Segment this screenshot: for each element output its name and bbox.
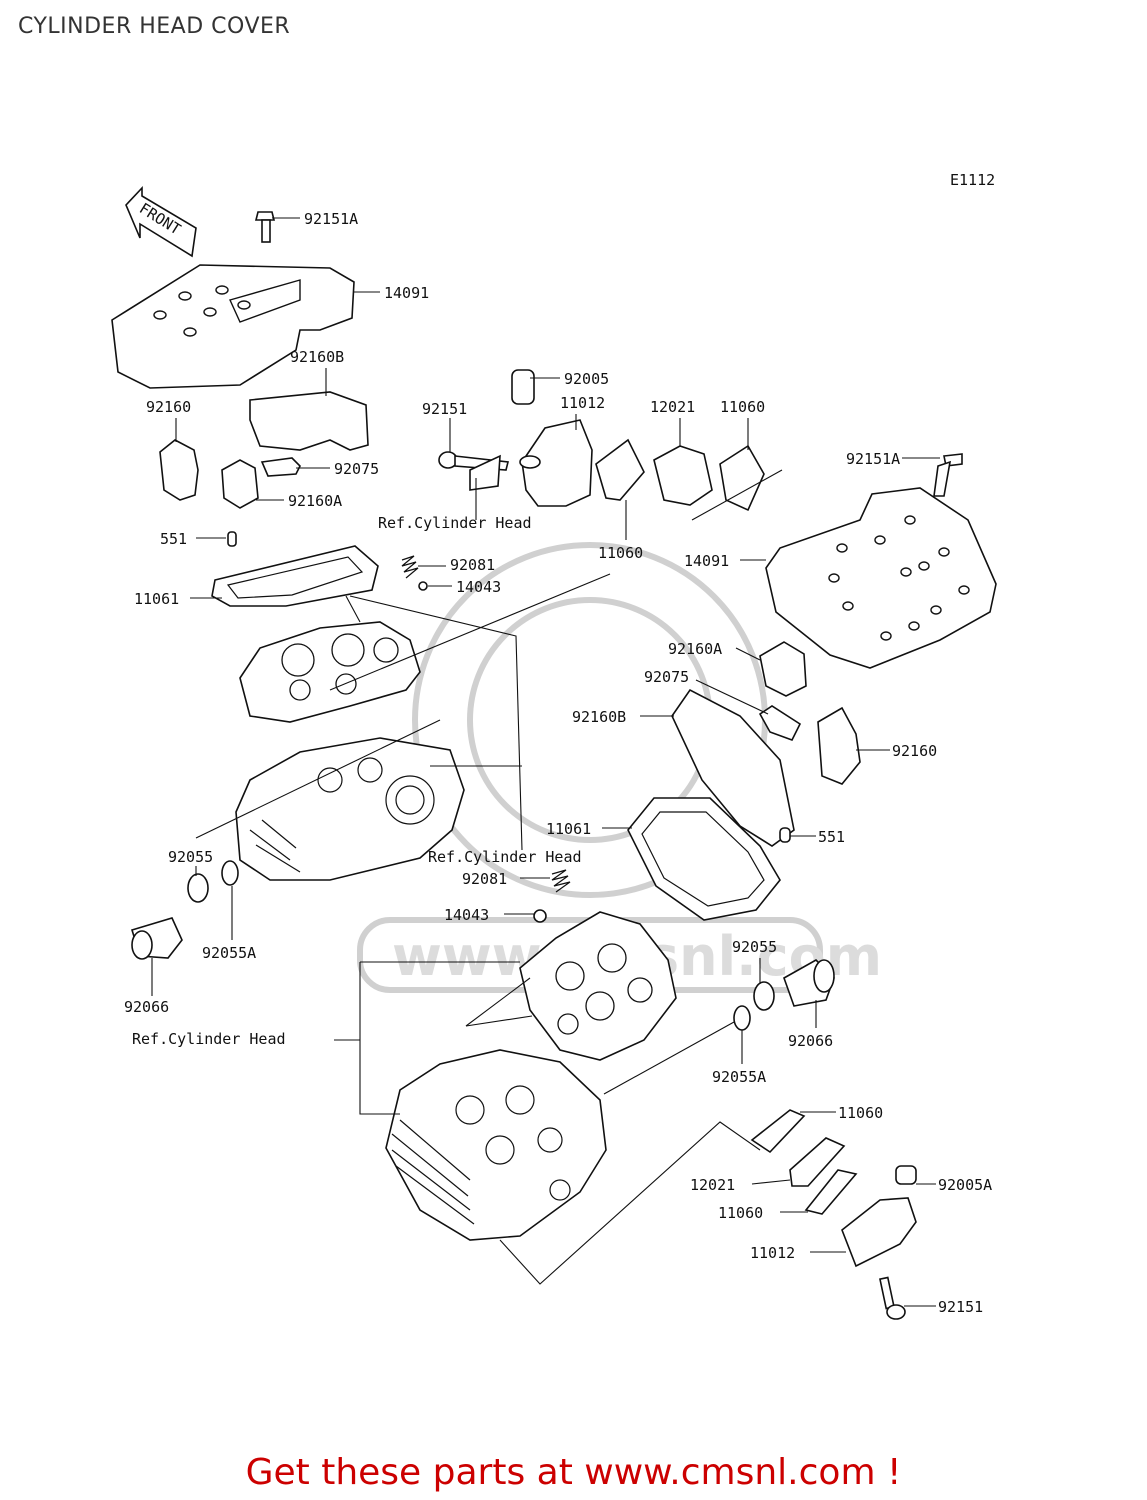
- oring-92055a-left: [221, 860, 239, 886]
- callout-11060-lower-b: 11060: [718, 1204, 763, 1222]
- callout-92081-right: 92081: [462, 870, 507, 888]
- cam-housing-right: [519, 911, 677, 1061]
- ref-cylinder-head-mid: Ref.Cylinder Head: [428, 848, 582, 866]
- gasket-11060-c: [750, 1109, 806, 1154]
- callout-92160a-left: 92160A: [288, 492, 342, 510]
- callout-11012-center: 11012: [560, 394, 605, 412]
- callout-92075-left: 92075: [334, 460, 379, 478]
- damper-92075-left: [260, 457, 301, 477]
- bracket-92160-left: [159, 439, 199, 501]
- cap-92160a-left: [221, 459, 259, 509]
- diagram-code: E1112: [950, 171, 995, 189]
- ref-cylinder-head-lower: Ref.Cylinder Head: [132, 1030, 286, 1048]
- dowel-551-left: [227, 531, 237, 547]
- callout-92055a-left: 92055A: [202, 944, 256, 962]
- shield-92160b-left: [249, 391, 369, 451]
- housing-11012-lower: [841, 1197, 917, 1268]
- damper-92075-right: [758, 705, 802, 741]
- bracket-92160-right: [817, 706, 861, 785]
- plug-14043-right: [533, 909, 547, 923]
- cover-14091-left: [111, 264, 355, 389]
- callout-92066-left: 92066: [124, 998, 169, 1016]
- callout-leaders: [151, 217, 940, 1307]
- callout-14043-right: 14043: [444, 906, 489, 924]
- gasket-11061-right: [627, 797, 781, 921]
- footer-link[interactable]: Get these parts at www.cmsnl.com !: [245, 1452, 902, 1493]
- ref-cylinder-head-upper: Ref.Cylinder Head: [378, 514, 532, 532]
- callout-92005: 92005: [564, 370, 609, 388]
- bolt-92151-lower: [879, 1276, 906, 1320]
- callout-11060-mid: 11060: [598, 544, 643, 562]
- callout-92160-left: 92160: [146, 398, 191, 416]
- gasket-11060-d: [804, 1169, 858, 1215]
- callout-92151a-right: 92151A: [846, 450, 900, 468]
- bolt-92151a-right: [933, 453, 963, 497]
- callout-92160-right: 92160: [892, 742, 937, 760]
- cam-housing-left: [239, 621, 421, 723]
- reed-12021-center: [653, 445, 713, 506]
- callout-12021-lower: 12021: [690, 1176, 735, 1194]
- plug-14043-left: [418, 581, 428, 591]
- cap-92005: [511, 369, 535, 405]
- dowel-551-right: [779, 827, 791, 843]
- callout-92151a-top: 92151A: [304, 210, 358, 228]
- bolt-92151a-top: [254, 211, 276, 243]
- gasket-11060-b: [719, 444, 765, 512]
- callout-11061-left: 11061: [134, 590, 179, 608]
- callout-11060-lower-a: 11060: [838, 1104, 883, 1122]
- callout-92160a-right: 92160A: [668, 640, 722, 658]
- callout-92005a: 92005A: [938, 1176, 992, 1194]
- callout-11012-lower: 11012: [750, 1244, 795, 1262]
- reed-12021-lower: [789, 1137, 846, 1187]
- housing-11012-center: [521, 419, 593, 507]
- callout-11060-top: 11060: [720, 398, 765, 416]
- callout-92081-left: 92081: [450, 556, 495, 574]
- oring-92055-left: [187, 873, 209, 903]
- front-arrow-icon: FRONT: [125, 185, 197, 258]
- page-title: CYLINDER HEAD COVER: [18, 14, 291, 39]
- callout-12021-center: 12021: [650, 398, 695, 416]
- callout-92055-right: 92055: [732, 938, 777, 956]
- callout-14091-left: 14091: [384, 284, 429, 302]
- cap-92005a: [895, 1165, 917, 1185]
- spring-92081-left: [401, 555, 419, 579]
- callout-92151-center: 92151: [422, 400, 467, 418]
- gasket-11060-a: [595, 438, 645, 501]
- cover-14091-right: [765, 487, 997, 669]
- oring-92055-right: [753, 981, 775, 1011]
- callout-551-left: 551: [160, 530, 187, 548]
- oring-92055a-right: [733, 1005, 751, 1031]
- callout-551-right: 551: [818, 828, 845, 846]
- callout-92151-lower: 92151: [938, 1298, 983, 1316]
- callout-labels: 92151A 14091 92160B 92160 92075 92160A 9…: [124, 210, 992, 1316]
- bolt-92151-center: [438, 451, 509, 491]
- callout-14091-right: 14091: [684, 552, 729, 570]
- parts-diagram: www.cmsnl.com E1112 FRONT: [111, 171, 997, 1320]
- reference-lines: [195, 478, 761, 1285]
- cap-92160a-right: [759, 641, 807, 697]
- cylinder-head-right: [385, 1049, 607, 1241]
- cylinder-head-left: [235, 737, 465, 881]
- callout-92055a-right: 92055A: [712, 1068, 766, 1086]
- callout-92055-left: 92055: [168, 848, 213, 866]
- callout-92066-right: 92066: [788, 1032, 833, 1050]
- callout-11061-right: 11061: [546, 820, 591, 838]
- spring-92081-right: [551, 869, 571, 893]
- callout-14043-left: 14043: [456, 578, 501, 596]
- callout-92160b-right: 92160B: [572, 708, 626, 726]
- callout-92160b-left: 92160B: [290, 348, 344, 366]
- shield-92160b-right: [671, 688, 795, 847]
- callout-92075-right: 92075: [644, 668, 689, 686]
